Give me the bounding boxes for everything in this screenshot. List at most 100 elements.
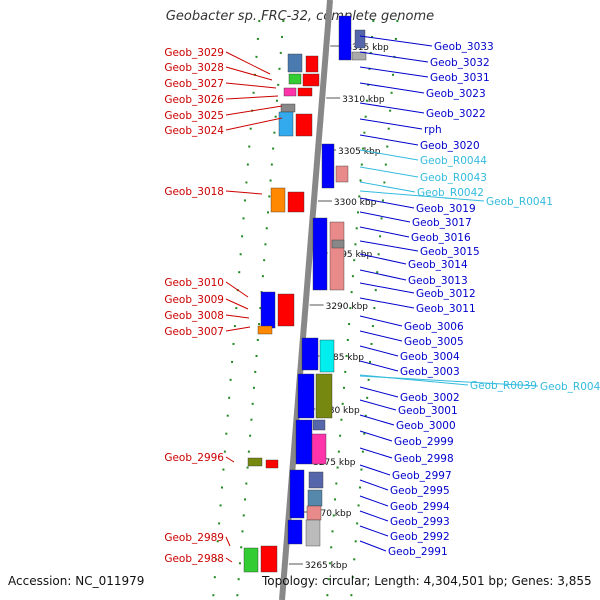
gene-label-right: Geob_3032 — [430, 57, 490, 69]
ruler-tick-label: 3315 kbp — [346, 43, 389, 53]
left-label-connector — [225, 117, 283, 131]
gene-label-left: Geob_3028 — [164, 62, 224, 74]
gene-forward-block — [260, 545, 278, 573]
right-label-connector — [359, 430, 393, 442]
right-label-connector — [359, 134, 419, 146]
right-label-connector — [359, 495, 389, 507]
gene-forward-block — [277, 293, 295, 327]
gene-label-right: Geob_2995 — [390, 485, 450, 497]
gene-label-right: Geob_R0039 — [470, 380, 537, 392]
right-label-connector — [359, 166, 419, 178]
gene-label-left: Geob_2996 — [164, 452, 224, 464]
gene-label-right: Geob_3002 — [400, 392, 460, 404]
gene-label-right: Geob_3006 — [404, 321, 464, 333]
right-label-connector — [359, 102, 425, 114]
gene-forward-block — [287, 191, 305, 213]
ruler-tick-label: 3300 kbp — [334, 198, 377, 208]
gene-reverse-block — [289, 469, 305, 519]
left-label-connector — [225, 326, 251, 332]
gene-reverse-block — [305, 519, 321, 547]
left-label-connector — [225, 105, 283, 116]
gene-label-left: Geob_3008 — [164, 310, 224, 322]
gene-label-right: Geob_3033 — [434, 41, 494, 53]
gene-label-right: Geob_R0042 — [417, 187, 484, 199]
gene-label-right: Geob_R0041 — [486, 196, 553, 208]
gene-label-left: Geob_3027 — [164, 78, 224, 90]
right-label-connector — [359, 240, 419, 252]
gene-forward-arrow — [265, 459, 279, 469]
left-label-connector — [225, 536, 231, 547]
right-label-connector — [359, 269, 407, 281]
gene-reverse-block — [354, 29, 366, 49]
left-label-connector — [225, 557, 233, 563]
gene-reverse-block — [331, 239, 345, 249]
gene-reverse-block — [338, 15, 352, 61]
gene-label-left: Geob_3024 — [164, 125, 224, 137]
gene-label-left: Geob_3009 — [164, 294, 224, 306]
gene-label-right: Geob_3011 — [416, 303, 476, 315]
left-label-connector — [225, 190, 263, 195]
gene-label-right: Geob_R0044 — [420, 155, 487, 167]
gene-label-right: Geob_R0043 — [420, 172, 487, 184]
ruler-tick-label: 3290 kbp — [326, 302, 369, 312]
right-label-connector — [359, 197, 415, 209]
right-label-connector — [359, 297, 415, 309]
gene-forward-block — [243, 547, 259, 573]
gene-label-right: Geob_2998 — [394, 453, 454, 465]
gene-label-right: Geob_3001 — [398, 405, 458, 417]
gene-block-grey — [351, 51, 367, 61]
left-label-connector — [225, 314, 250, 319]
right-label-connector — [359, 66, 429, 78]
gene-forward-arrow — [297, 87, 313, 97]
gene-forward-block — [260, 291, 276, 329]
ruler-tick-label: 3305 kbp — [338, 147, 381, 157]
gene-label-right: Geob_2994 — [390, 501, 450, 513]
gene-label-right: Geob_2997 — [392, 470, 452, 482]
ruler-tick-label: 3310 kbp — [342, 95, 385, 105]
left-label-connector — [225, 281, 249, 298]
right-label-connector — [359, 399, 397, 411]
right-label-connector — [359, 282, 415, 294]
gene-reverse-block — [308, 471, 324, 489]
right-guide-dotted — [326, 19, 375, 600]
ruler-tick-label: 3295 kbp — [330, 250, 373, 260]
gene-reverse-block — [307, 489, 323, 507]
gene-label-right: rph — [424, 124, 442, 136]
gene-label-right: Geob_2991 — [388, 546, 448, 558]
topology-text: Topology: circular; Length: 4,304,501 bp… — [262, 574, 592, 588]
gene-label-right: Geob_2999 — [394, 436, 454, 448]
gene-forward-block — [278, 111, 294, 137]
gene-forward-block — [257, 325, 273, 335]
gene-reverse-block — [301, 337, 319, 371]
gene-label-left: Geob_3025 — [164, 110, 224, 122]
gene-reverse-block — [312, 419, 326, 431]
left-label-connector — [225, 51, 271, 75]
left-label-connector — [225, 456, 235, 463]
right-label-connector — [359, 540, 387, 552]
gene-label-right: Geob_3020 — [420, 140, 480, 152]
ruler-tick-label: 3265 kbp — [305, 561, 348, 571]
right-label-connector — [359, 149, 419, 161]
gene-label-left: Geob_3029 — [164, 47, 224, 59]
right-label-connector — [359, 447, 393, 459]
gene-label-left: Geob_3018 — [164, 186, 224, 198]
left-label-connector — [225, 82, 277, 89]
gene-label-right: Geob_3012 — [416, 288, 476, 300]
right-label-connector — [359, 35, 433, 47]
gene-label-right: Geob_3023 — [426, 88, 486, 100]
gene-reverse-block — [295, 419, 313, 465]
gene-reverse-block — [311, 433, 327, 465]
ruler-tick-label: 3270 kbp — [309, 509, 352, 519]
gene-forward-block — [287, 53, 303, 73]
gene-label-right: Geob_3005 — [404, 336, 464, 348]
map-title: Geobacter sp. FRC-32, complete genome — [165, 9, 435, 24]
gene-reverse-block — [319, 339, 335, 373]
right-label-connector — [359, 345, 399, 357]
gene-label-right: Geob_3015 — [420, 246, 480, 258]
gene-label-left: Geob_2988 — [164, 553, 224, 565]
gene-reverse-block — [312, 217, 328, 291]
gene-reverse-block — [287, 519, 303, 545]
gene-label-right: Geob_3004 — [400, 351, 460, 363]
right-label-connector — [359, 479, 389, 491]
